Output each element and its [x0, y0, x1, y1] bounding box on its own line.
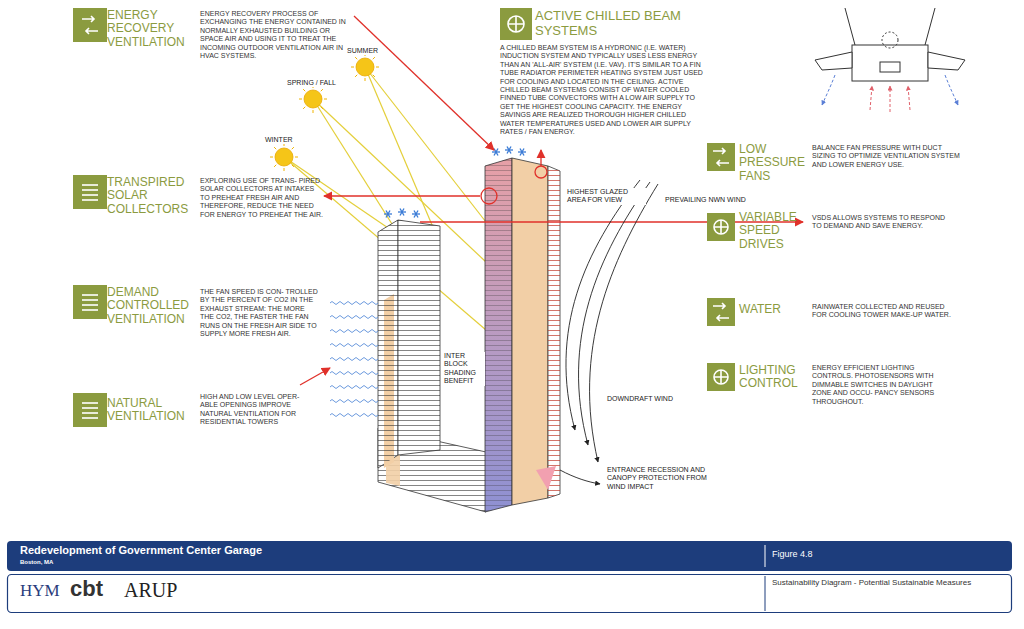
measure-heading: ENERGY RECOVERY VENTILATION: [107, 9, 201, 49]
sun-ray: [324, 99, 327, 100]
measure-description: A CHILLED BEAM SYSTEM IS A HYDRONIC (I.E…: [500, 44, 705, 136]
sun-ray: [321, 89, 323, 91]
measure-block: LOW PRESSURE FANSBALANCE FAN PRESSURE WI…: [739, 143, 964, 186]
footer-label: Boston, MA: [20, 559, 53, 565]
measure-heading: LOW PRESSURE FANS: [739, 143, 811, 183]
sun-ray: [355, 57, 357, 59]
logo-text: cbt: [70, 578, 103, 600]
measure-block: TRANSPIRED SOLAR COLLECTORSEXPLORING USE…: [107, 176, 326, 221]
sun-ray: [303, 107, 305, 109]
sun-ray: [270, 157, 273, 158]
sun-ray: [321, 107, 323, 109]
measure-description: HIGH AND LOW LEVEL OPER- ABLE OPENINGS I…: [200, 393, 312, 427]
measure-icon: [73, 393, 107, 427]
footer-label: Figure 4.8: [772, 550, 813, 559]
measure-description: VSDS ALLOWS SYSTEMS TO RESPOND TO DEMAND…: [812, 214, 947, 231]
sun-ray: [295, 157, 298, 158]
measure-block: WATERRAINWATER COLLECTED AND REUSED FOR …: [739, 303, 954, 322]
sun-ray: [274, 147, 276, 149]
airflow-wave: [330, 316, 378, 319]
sun-ray: [351, 67, 354, 68]
sun-ray: [284, 168, 285, 171]
measure-description: THE FAN SPEED IS CON- TROLLED BY THE PER…: [200, 288, 318, 338]
airflow-wave: [330, 358, 378, 361]
snowflake: [414, 211, 418, 218]
annotation-label: HIGHEST GLAZED AREA FOR VIEW: [566, 188, 646, 205]
measure-heading: WATER: [739, 303, 811, 316]
project-title: Redevelopment of Government Center Garag…: [20, 545, 262, 556]
logo-text: ARUP: [124, 580, 177, 600]
measure-icon: [73, 285, 107, 319]
measure-description: EXPLORING USE OF TRANS- PIRED SOLAR COLL…: [200, 177, 324, 219]
sun-ray: [299, 99, 302, 100]
annotation-label: INTER BLOCK SHADING BENEFIT: [443, 352, 485, 386]
measure-heading: LIGHTING CONTROL: [739, 364, 811, 391]
measure-heading: VARIABLE SPEED DRIVES: [739, 211, 811, 251]
measure-heading: DEMAND CONTROLLED VENTILATION: [107, 286, 201, 326]
sun-ray: [376, 67, 379, 68]
snowflake: [386, 211, 390, 218]
airflow-wave: [330, 302, 378, 305]
snowflake: [507, 147, 511, 154]
measure-heading: NATURAL VENTILATION: [107, 397, 201, 424]
snowflake: [520, 149, 524, 156]
snowflake: [414, 211, 418, 218]
measure-heading: ACTIVE CHILLED BEAM SYSTEMS: [535, 9, 685, 38]
airflow-wave: [330, 330, 378, 333]
logo-text: HYM: [20, 582, 60, 599]
annotation-label: DOWNDRAFT WIND: [606, 395, 674, 403]
measure-heading: TRANSPIRED SOLAR COLLECTORS: [107, 176, 201, 216]
sun-ray: [274, 165, 276, 167]
annotation-label: SPRING / FALL: [286, 79, 337, 87]
measure-block: DEMAND CONTROLLED VENTILATIONTHE FAN SPE…: [107, 286, 320, 341]
sun-ray: [292, 165, 294, 167]
measure-block: NATURAL VENTILATIONHIGH AND LOW LEVEL OP…: [107, 393, 314, 429]
sun-ray: [303, 89, 305, 91]
figure-caption: Sustainability Diagram - Potential Susta…: [772, 578, 1002, 588]
airflow-wave: [330, 386, 378, 389]
snowflake: [400, 209, 404, 216]
measure-block: LIGHTING CONTROLENERGY EFFICIENT LIGHTIN…: [739, 364, 942, 408]
measure-description: BALANCE FAN PRESSURE WITH DUCT SIZING TO…: [812, 144, 962, 169]
sun-ray: [313, 110, 314, 113]
airflow-wave: [330, 414, 378, 417]
measure-icon: [73, 175, 107, 209]
airflow-wave: [330, 400, 378, 403]
snowflake: [386, 211, 390, 218]
measure-block: VARIABLE SPEED DRIVESVSDS ALLOWS SYSTEMS…: [739, 211, 949, 254]
annotation-label: ENTRANCE RECESSION AND CANOPY PROTECTION…: [606, 466, 723, 491]
annotation-label: WINTER: [264, 136, 294, 144]
measure-icon: [500, 8, 532, 40]
snowflake: [494, 149, 498, 156]
snowflake: [494, 149, 498, 156]
measure-block: ACTIVE CHILLED BEAM SYSTEMS A CHILLED BEA…: [500, 9, 707, 139]
sun-ray: [365, 78, 366, 81]
sun-ray: [292, 147, 294, 149]
sun-ray: [373, 57, 375, 59]
measure-icon: [73, 8, 107, 42]
measure-icon: [707, 298, 735, 326]
measure-description: ENERGY RECOVERY PROCESS OF EXCHANGING TH…: [200, 10, 348, 60]
measure-block: ENERGY RECOVERY VENTILATIONENERGY RECOVE…: [107, 9, 350, 63]
snowflake: [400, 209, 404, 216]
measure-icon: [707, 213, 735, 241]
annotation-label: SUMMER: [346, 47, 379, 55]
snowflake: [507, 147, 511, 154]
measure-icon: [707, 143, 735, 171]
sun-ray: [373, 75, 375, 77]
airflow-wave: [330, 344, 378, 347]
snowflake: [520, 149, 524, 156]
measure-description: RAINWATER COLLECTED AND REUSED FOR COOLI…: [812, 303, 952, 320]
measure-description: ENERGY EFFICIENT LIGHTING CONTROLS. PHOT…: [812, 364, 940, 406]
annotation-label: PREVAILING NWN WIND: [664, 196, 747, 204]
measure-icon: [707, 363, 735, 391]
airflow-wave: [330, 372, 378, 375]
sun-ray: [355, 75, 357, 77]
